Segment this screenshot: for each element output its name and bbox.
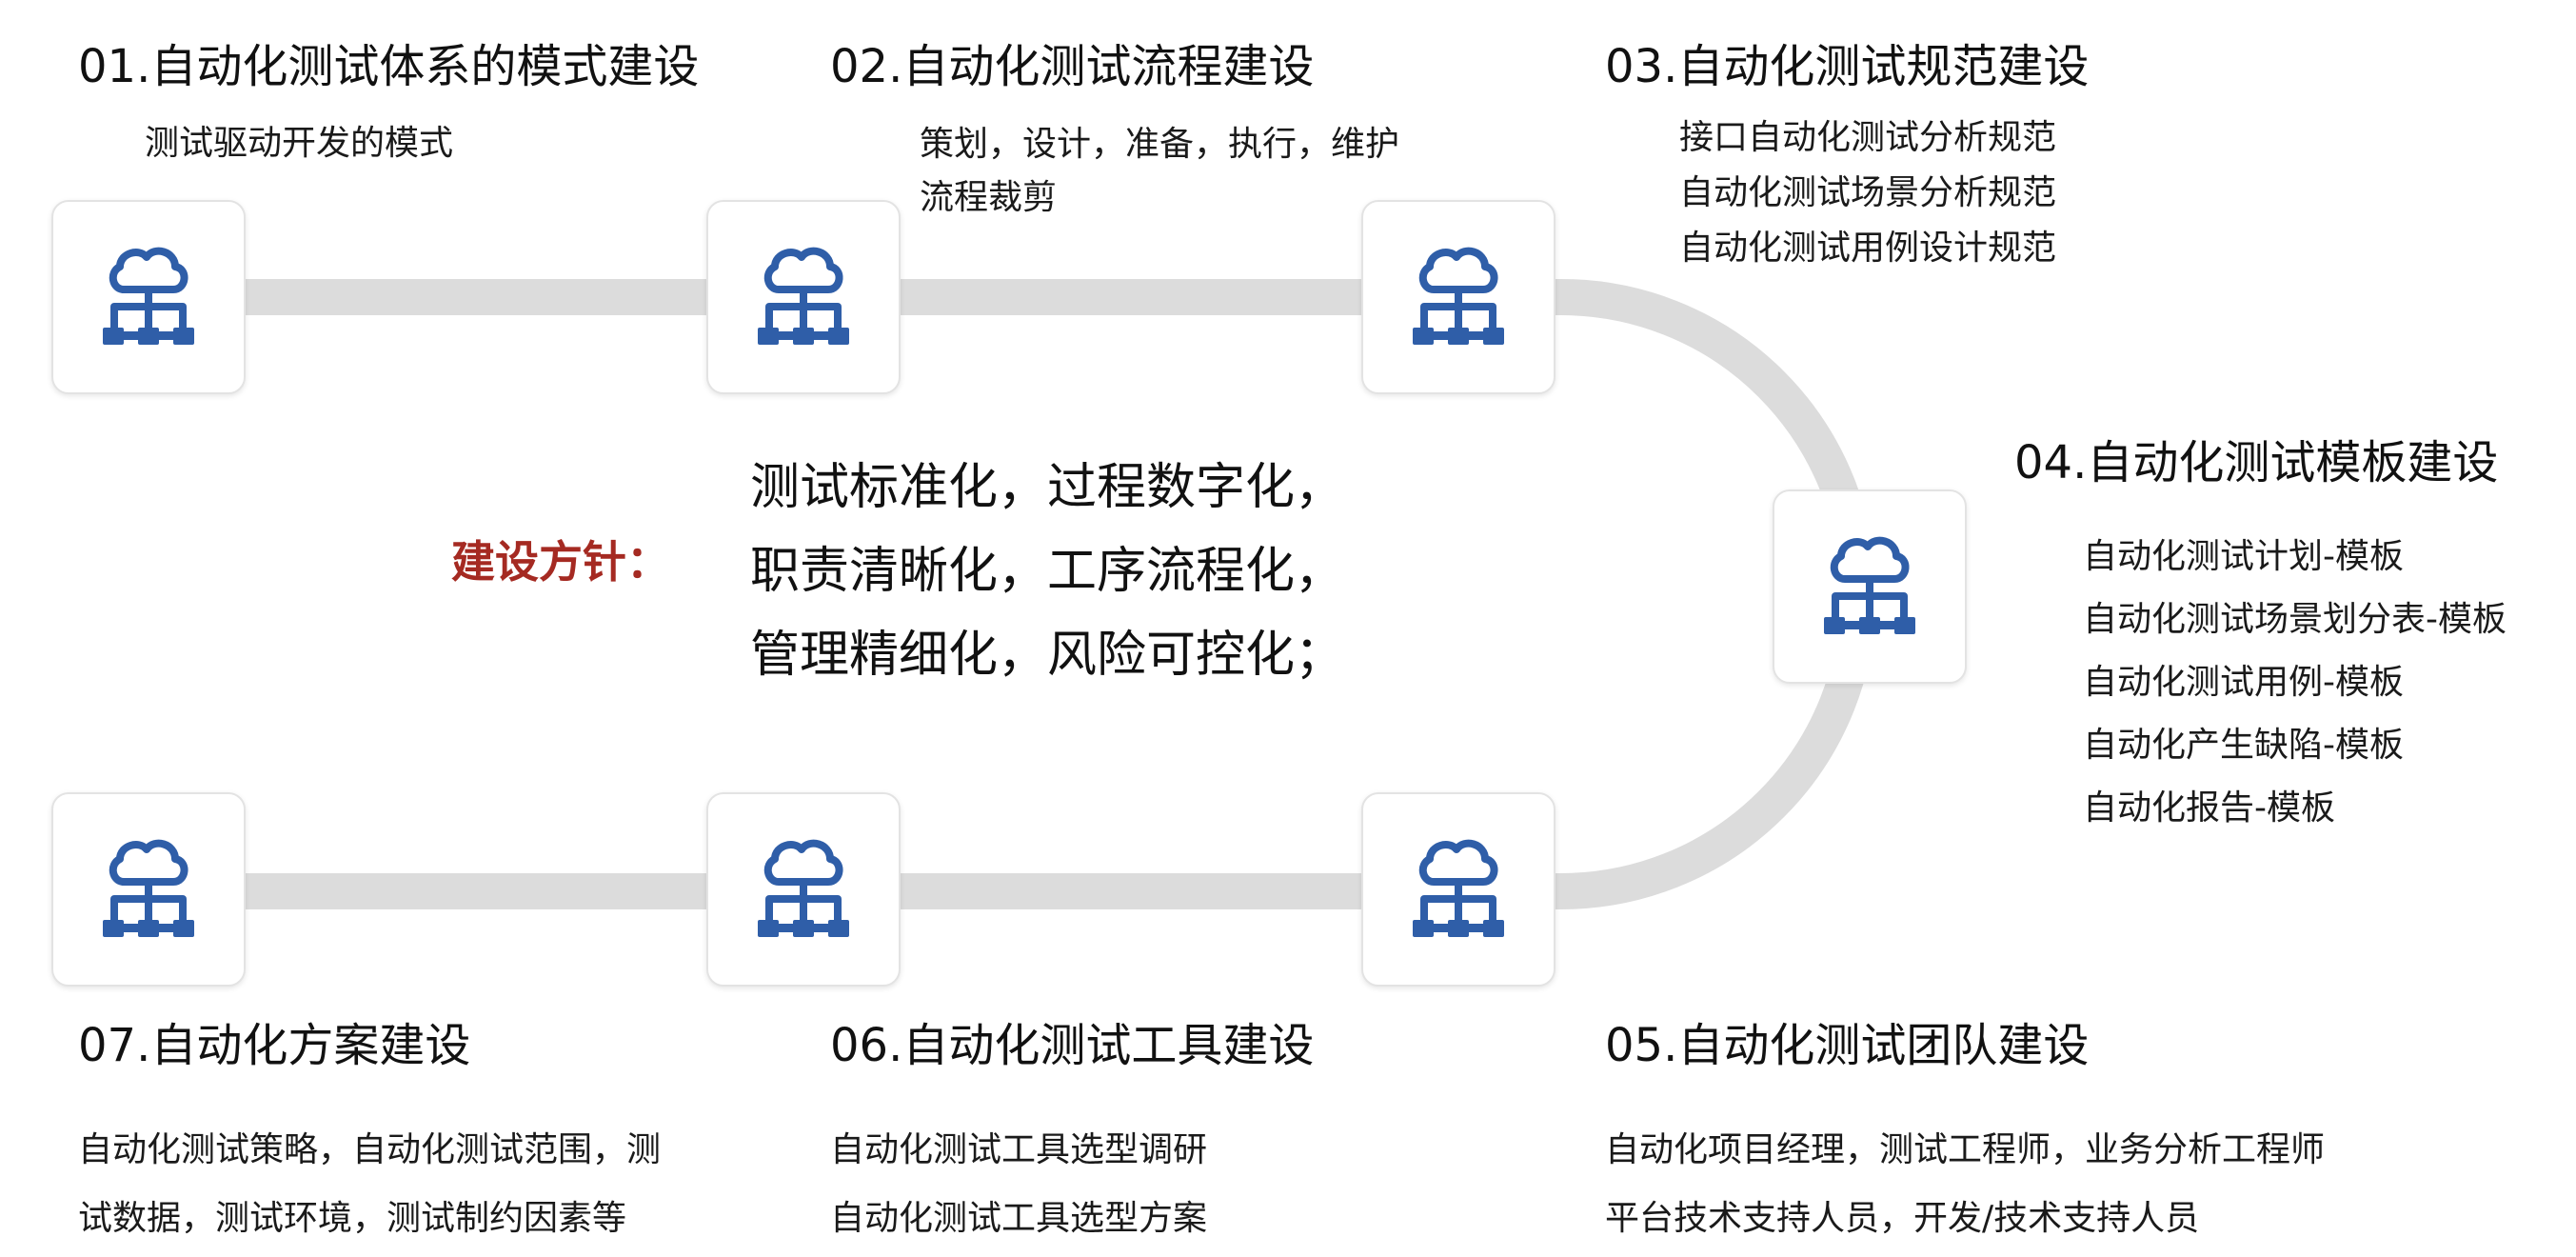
stage-03-node	[1361, 200, 1556, 394]
stage-05-item: 平台技术支持人员，开发/技术支持人员	[1605, 1199, 2200, 1238]
stage-06-items: 自动化测试工具选型调研 自动化测试工具选型方案	[830, 1116, 1207, 1253]
stage-01-node	[51, 200, 246, 394]
stage-03-title: 03.自动化测试规范建设	[1605, 40, 2090, 93]
cloud-network-icon	[1413, 247, 1504, 345]
stage-04-title: 04.自动化测试模板建设	[2014, 436, 2499, 489]
stage-07-item: 试数据，测试环境，测试制约因素等	[78, 1199, 627, 1238]
stage-06-title: 06.自动化测试工具建设	[830, 1019, 1315, 1072]
stage-03-item: 自动化测试场景分析规范	[1679, 173, 2057, 212]
policy-line: 职责清晰化，工序流程化，	[750, 543, 1345, 600]
stage-06-item: 自动化测试工具选型调研	[830, 1130, 1208, 1169]
cloud-network-icon	[103, 839, 194, 937]
stage-07-items: 自动化测试策略，自动化测试范围，测 试数据，测试环境，测试制约因素等	[78, 1116, 661, 1253]
cloud-network-icon	[758, 247, 849, 345]
stage-04-item: 自动化测试用例-模板	[2083, 663, 2404, 702]
stage-04-item: 自动化产生缺陷-模板	[2083, 726, 2404, 765]
stage-03-item: 接口自动化测试分析规范	[1679, 118, 2057, 157]
policy-line: 测试标准化，过程数字化，	[750, 459, 1345, 516]
stage-07-item: 自动化测试策略，自动化测试范围，测	[78, 1130, 662, 1169]
stage-05-title: 05.自动化测试团队建设	[1605, 1019, 2090, 1072]
stage-06-item: 自动化测试工具选型方案	[830, 1199, 1208, 1238]
stage-02-item: 策划，设计，准备，执行，维护	[920, 125, 1400, 164]
cloud-network-icon	[758, 839, 849, 937]
stage-04-node	[1773, 489, 1967, 684]
stage-04-item: 自动化测试计划-模板	[2083, 537, 2404, 576]
stage-02-item: 流程裁剪	[920, 178, 1058, 217]
stage-07-node	[51, 792, 246, 987]
stage-06-node	[706, 792, 901, 987]
stage-01-item: 测试驱动开发的模式	[145, 124, 454, 163]
policy-text: 测试标准化，过程数字化， 职责清晰化，工序流程化， 管理精细化，风险可控化；	[750, 446, 1344, 697]
cloud-network-icon	[1413, 839, 1504, 937]
stage-02-items: 策划，设计，准备，执行，维护 流程裁剪	[920, 118, 1399, 225]
stage-03-item: 自动化测试用例设计规范	[1679, 229, 2057, 268]
stage-04-items: 自动化测试计划-模板 自动化测试场景划分表-模板 自动化测试用例-模板 自动化产…	[2083, 526, 2507, 840]
stage-07-title: 07.自动化方案建设	[78, 1019, 471, 1072]
cloud-network-icon	[1824, 536, 1915, 634]
policy-line: 管理精细化，风险可控化；	[750, 627, 1345, 684]
policy-label: 建设方针：	[451, 536, 670, 588]
stage-05-items: 自动化项目经理，测试工程师，业务分析工程师 平台技术支持人员，开发/技术支持人员	[1605, 1116, 2325, 1253]
stage-04-item: 自动化报告-模板	[2083, 788, 2335, 828]
stage-02-node	[706, 200, 901, 394]
stage-01-items: 测试驱动开发的模式	[145, 122, 453, 166]
stage-03-items: 接口自动化测试分析规范 自动化测试场景分析规范 自动化测试用例设计规范	[1679, 110, 2056, 276]
cloud-network-icon	[103, 247, 194, 345]
stage-02-title: 02.自动化测试流程建设	[830, 40, 1315, 93]
stage-05-node	[1361, 792, 1556, 987]
stage-01-title: 01.自动化测试体系的模式建设	[78, 40, 700, 93]
stage-05-item: 自动化项目经理，测试工程师，业务分析工程师	[1605, 1130, 2326, 1169]
stage-04-item: 自动化测试场景划分表-模板	[2083, 600, 2507, 639]
